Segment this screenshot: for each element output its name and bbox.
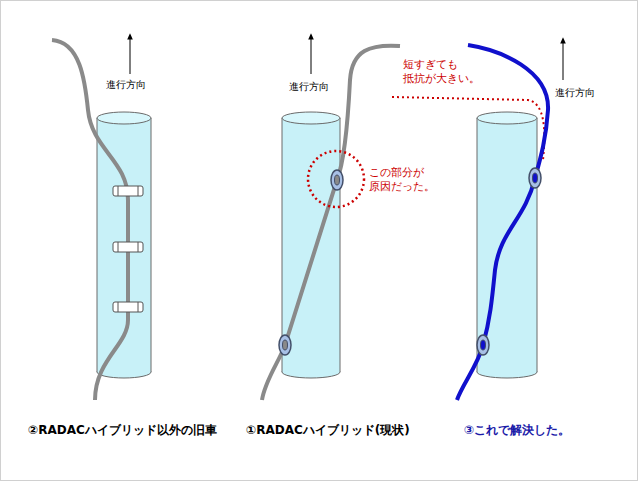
clamp-band — [113, 186, 143, 196]
note-text: 短すぎても 抵抗が大きい。 — [403, 58, 480, 87]
cable — [52, 40, 128, 400]
clamp-tab — [118, 302, 119, 312]
clamp-tab — [138, 186, 139, 196]
grommet — [477, 168, 541, 355]
cylinder-side — [477, 118, 478, 372]
clamp-tab — [118, 242, 119, 252]
cylinder-side — [282, 118, 283, 372]
cylinder-body — [282, 118, 340, 372]
grommet-hole — [283, 340, 288, 350]
cylinder-side — [151, 118, 152, 372]
callout-text: この部分が 原因だった。 — [369, 166, 435, 195]
clamp-band — [113, 242, 143, 252]
direction-label: 進行方向 — [106, 78, 146, 91]
cylinder-top — [477, 112, 537, 124]
direction-arrow — [563, 40, 564, 80]
cable — [457, 45, 548, 400]
grommet-ring — [279, 335, 291, 355]
cylinder-side — [340, 118, 341, 372]
short-route-line — [392, 97, 544, 160]
caption-text: ①RADACハイブリッド(現状) — [246, 423, 410, 439]
grommet — [279, 170, 343, 355]
cylinder-top — [97, 112, 151, 124]
direction-arrow — [311, 36, 312, 74]
cylinder-top — [282, 112, 340, 124]
clamp-tab — [138, 302, 139, 312]
clamp-tab — [118, 186, 119, 196]
cylinder-side — [97, 118, 98, 372]
clamp — [113, 186, 143, 312]
grommet-hole — [533, 173, 538, 183]
grommet-hole — [335, 175, 340, 185]
direction-label: 進行方向 — [289, 80, 329, 93]
caption-text: ③これで解決した。 — [464, 423, 570, 439]
grommet-ring — [529, 168, 541, 188]
cylinder — [477, 112, 537, 378]
grommet-hole — [481, 340, 486, 350]
grommet-ring — [331, 170, 343, 190]
clamp-tab — [138, 242, 139, 252]
grommet-ring — [477, 335, 489, 355]
direction-arrow — [130, 36, 131, 74]
highlight-circle — [308, 151, 364, 207]
caption-text: ②RADACハイブリッド以外の旧車 — [28, 423, 217, 439]
clamp-band — [113, 302, 143, 312]
cylinder-side — [537, 118, 538, 372]
direction-label: 進行方向 — [555, 86, 595, 99]
cable — [262, 46, 400, 400]
